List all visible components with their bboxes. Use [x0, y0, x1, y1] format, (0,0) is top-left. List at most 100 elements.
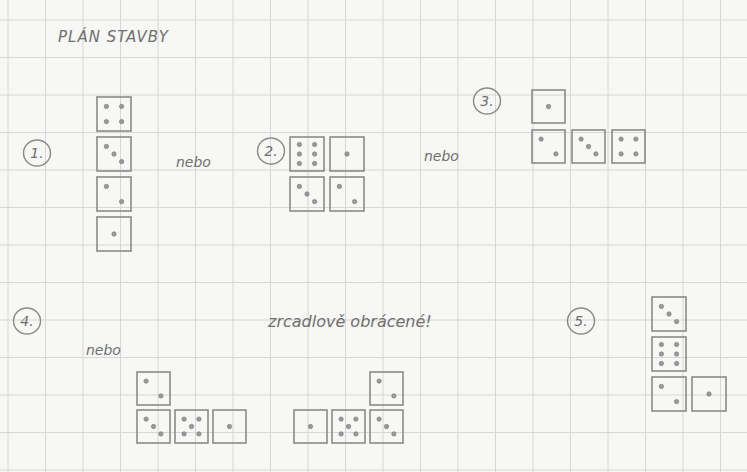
dice-pip: [619, 137, 623, 141]
dice-outline: [97, 137, 131, 171]
dice-outline: [330, 137, 364, 171]
dice-outline: [97, 97, 131, 131]
dice-pip: [159, 432, 163, 436]
grid-line: [233, 0, 234, 472]
handwritten-note: nebo: [86, 342, 121, 358]
grid-line: [0, 20, 747, 21]
grid-line: [0, 57, 747, 58]
dice-pip: [305, 192, 309, 196]
grid-line: [45, 0, 46, 472]
dice-pip: [579, 137, 583, 141]
dice-outline: [532, 90, 565, 123]
dice-square: [97, 217, 131, 251]
circled-number: 3.: [472, 86, 502, 116]
grid-line: [8, 0, 9, 472]
grid-line: [570, 0, 571, 472]
dice-square: [652, 297, 686, 331]
dice-square: [370, 372, 403, 405]
dice-square: [652, 377, 686, 411]
grid-line: [120, 0, 121, 472]
dice-pip: [189, 424, 193, 428]
dice-pip: [119, 119, 123, 123]
number-text: 1.: [22, 138, 52, 168]
grid-line: [0, 207, 747, 208]
dice-outline: [572, 130, 605, 163]
grid-line: [458, 0, 459, 472]
grid-line: [0, 95, 747, 96]
dice-pip: [586, 144, 590, 148]
dice-pip: [674, 361, 678, 365]
dice-pip: [182, 417, 186, 421]
dice-outline: [290, 177, 324, 211]
dice-pip: [674, 342, 678, 346]
grid-line: [0, 470, 747, 471]
dice-pip: [339, 432, 343, 436]
dice-pip: [104, 119, 108, 123]
dice-pip: [674, 319, 678, 323]
dice-pip: [151, 424, 155, 428]
dice-square: [652, 337, 686, 371]
dice-pip: [659, 384, 663, 388]
dice-outline: [370, 372, 403, 405]
dice-outline: [370, 410, 403, 443]
dice-outline: [137, 410, 170, 443]
dice-pip: [297, 142, 301, 146]
grid-line: [683, 0, 684, 472]
circled-number: 1.: [22, 138, 52, 168]
dice-square: [290, 137, 324, 171]
circled-number: 2.: [256, 136, 286, 166]
grid-line: [158, 0, 159, 472]
dice-pip: [667, 312, 671, 316]
grid-line: [83, 0, 84, 472]
dice-pip: [312, 152, 316, 156]
dice-pip: [227, 424, 231, 428]
dice-square: [332, 410, 365, 443]
dice-outline: [652, 297, 686, 331]
dice-pip: [297, 152, 301, 156]
dice-pip: [337, 184, 341, 188]
dice-square: [612, 130, 645, 163]
grid-line: [533, 0, 534, 472]
dice-outline: [175, 410, 208, 443]
dice-pip: [659, 361, 663, 365]
handwritten-note: nebo: [424, 148, 459, 164]
dice-square: [175, 410, 208, 443]
dice-pip: [352, 199, 356, 203]
dice-outline: [294, 410, 327, 443]
dice-pip: [377, 379, 381, 383]
dice-pip: [308, 424, 312, 428]
dice-pip: [674, 352, 678, 356]
grid-line: [608, 0, 609, 472]
dice-pip: [339, 417, 343, 421]
dice-square: [370, 410, 403, 443]
dice-pip: [104, 144, 108, 148]
grid-line: [383, 0, 384, 472]
grid-line: [0, 432, 747, 433]
dice-square: [97, 177, 131, 211]
dice-pip: [346, 424, 350, 428]
dice-square: [290, 177, 324, 211]
dice-pip: [112, 232, 116, 236]
dice-pip: [197, 432, 201, 436]
grid-line: [0, 395, 747, 396]
dice-pip: [197, 417, 201, 421]
circled-number: 5.: [566, 306, 596, 336]
grid-line: [0, 245, 747, 246]
handwritten-note: nebo: [176, 154, 211, 170]
dice-square: [137, 372, 170, 405]
dice-outline: [213, 410, 246, 443]
dice-pip: [312, 161, 316, 165]
dice-pip: [345, 152, 349, 156]
dice-pip: [104, 184, 108, 188]
handwritten-note: zrcadlově obrácené!: [268, 312, 432, 331]
dice-outline: [330, 177, 364, 211]
dice-pip: [119, 199, 123, 203]
dice-pip: [674, 399, 678, 403]
number-text: 5.: [566, 306, 596, 336]
dice-pip: [119, 159, 123, 163]
dice-pip: [554, 152, 558, 156]
number-text: 4.: [12, 306, 42, 336]
grid-line: [720, 0, 721, 472]
dice-pip: [546, 104, 550, 108]
